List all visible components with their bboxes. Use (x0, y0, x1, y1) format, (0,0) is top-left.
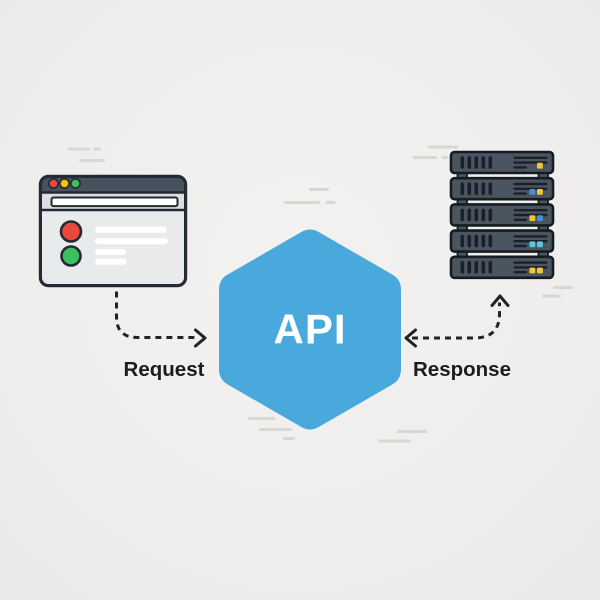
vent-bar (467, 208, 472, 222)
server-stack-icon (449, 150, 555, 280)
vent-bar (481, 156, 486, 169)
speed-line (397, 430, 427, 433)
api-label: API (273, 306, 346, 353)
speed-line (284, 201, 320, 204)
speed-lines (68, 145, 573, 443)
server-line (513, 244, 527, 248)
vent-bar (481, 182, 486, 195)
response-arrowhead-up-icon (490, 294, 510, 307)
vent-bar (481, 208, 486, 222)
server-line (513, 182, 548, 186)
speed-line (428, 145, 458, 149)
request-label: Request (124, 358, 205, 381)
traffic-light-green-icon (70, 178, 81, 189)
response-arrow (404, 294, 510, 348)
vent-bar (474, 261, 479, 274)
server-unit-2 (449, 176, 555, 201)
vent-bar (488, 208, 493, 222)
traffic-light-yellow-icon (59, 178, 70, 189)
server-line (513, 156, 548, 159)
speed-line (283, 437, 295, 440)
speed-line (553, 286, 573, 289)
browser-outline (38, 174, 188, 288)
speed-line (325, 201, 336, 204)
vent-bar (460, 234, 465, 248)
vent-bar (474, 156, 479, 169)
content-text-bar (95, 249, 126, 255)
vent-bar (488, 234, 493, 248)
speed-line (68, 147, 90, 151)
server-led (537, 215, 543, 221)
content-text-bar (95, 226, 167, 233)
response-label: Response (413, 358, 511, 381)
server-led (529, 215, 536, 221)
server-line (513, 218, 527, 221)
vent-bar (488, 182, 493, 195)
vent-bar (460, 182, 465, 195)
speed-line (542, 294, 561, 298)
request-arrow-line (115, 291, 195, 339)
speed-line (248, 417, 275, 420)
vent-bar (481, 234, 486, 248)
server-led (537, 162, 543, 169)
vent-bar (460, 156, 465, 169)
server-line (513, 271, 527, 274)
vent-bar (460, 261, 465, 274)
server-led (537, 267, 543, 274)
vent-bar (467, 156, 472, 169)
server-line (513, 235, 548, 238)
speed-line (378, 439, 411, 443)
server-led (537, 241, 543, 248)
vent-bar (474, 182, 479, 195)
content-green-dot (60, 245, 82, 267)
server-line (513, 209, 548, 212)
server-led (529, 241, 536, 248)
vent-bar (467, 182, 472, 195)
response-arrowhead-left-icon (404, 328, 417, 348)
speed-line (441, 156, 449, 159)
content-text-bar (95, 238, 168, 245)
speed-line (93, 147, 101, 151)
hexagon-shape (219, 229, 401, 430)
response-arrow-line (412, 302, 501, 340)
server-led (537, 189, 543, 195)
content-text-bar (95, 258, 127, 265)
browser-window-icon (38, 174, 188, 288)
vent-bar (467, 261, 472, 274)
vent-bar (474, 208, 479, 222)
server-unit-3 (449, 203, 555, 227)
server-line (513, 261, 548, 264)
server-line (513, 192, 527, 195)
content-red-dot (59, 220, 83, 243)
speed-line (413, 156, 437, 159)
vent-bar (460, 208, 465, 222)
speed-line (79, 159, 105, 162)
server-led (529, 189, 536, 195)
traffic-light-red-icon (48, 178, 59, 189)
speed-line (259, 428, 292, 431)
request-arrowhead-right-icon (194, 328, 207, 348)
vent-bar (474, 234, 479, 248)
vent-bar (488, 156, 493, 169)
server-unit-5 (449, 255, 555, 280)
vent-bar (481, 261, 486, 274)
api-hexagon: API (219, 229, 401, 430)
url-bar (50, 196, 179, 208)
speed-line (309, 188, 329, 191)
server-unit-4 (449, 229, 555, 253)
server-line (513, 166, 527, 169)
server-unit-1 (449, 150, 555, 175)
vent-bar (488, 261, 493, 274)
request-arrow (115, 291, 207, 348)
vent-bar (467, 234, 472, 248)
server-led (529, 267, 536, 274)
